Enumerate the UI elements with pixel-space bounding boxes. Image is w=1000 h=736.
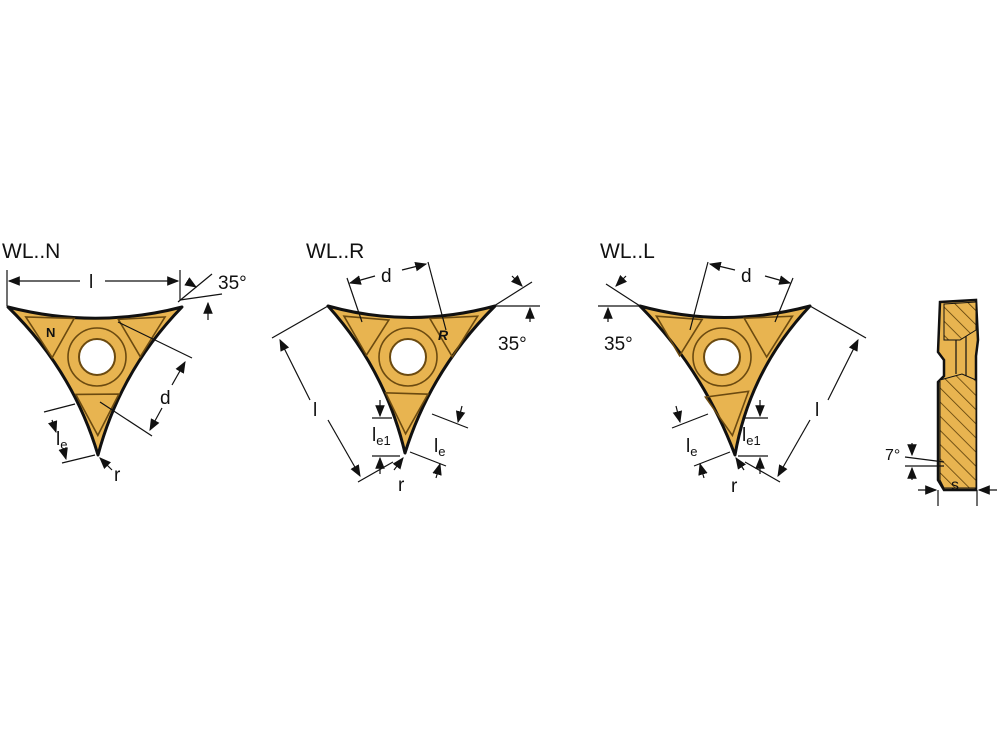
radius-arrow — [99, 457, 113, 471]
radius-label: r — [731, 476, 738, 497]
chip-breaker-pocket — [342, 315, 391, 357]
view-title: WL..L — [600, 240, 655, 263]
length-label: l — [313, 400, 317, 421]
chip-breaker-pocket — [74, 393, 121, 438]
diameter-label: d — [160, 388, 171, 409]
radius-arrow — [392, 457, 404, 471]
center-hole — [703, 338, 741, 376]
length-dimension: l — [271, 305, 394, 483]
radius-label: r — [114, 465, 121, 486]
le-label: le — [686, 436, 697, 459]
le-dimension: le — [409, 405, 469, 479]
insert-top-view — [638, 304, 812, 457]
le-dimension: le — [671, 405, 731, 479]
view-wl-r: WL..R R d 35° l le1 le r — [271, 240, 540, 496]
view-title: WL..N — [2, 240, 60, 263]
angle-dimension: 35° — [493, 274, 540, 355]
side-view: s 7° — [885, 298, 997, 506]
angle-label: 7° — [885, 447, 900, 464]
le-label: le — [56, 429, 67, 452]
le-dimension: le — [43, 403, 96, 464]
insert-body — [638, 304, 812, 457]
view-title: WL..R — [306, 240, 364, 263]
angle-dimension: 35° — [598, 274, 641, 355]
length-label: l — [89, 272, 93, 293]
length-dimension: l — [744, 305, 867, 483]
radius-arrow — [735, 457, 746, 471]
insert-top-view — [326, 304, 497, 455]
chip-breaker-pocket — [116, 316, 167, 359]
diameter-dimension: d — [346, 261, 447, 331]
center-hole — [389, 338, 427, 376]
length-dimension: l — [6, 270, 181, 306]
diameter-dimension: d — [689, 261, 794, 331]
angle-dimension: 35° — [177, 273, 247, 320]
insert-mark: R — [438, 327, 449, 343]
thickness-label: s — [951, 477, 959, 494]
angle-label: 35° — [218, 273, 247, 294]
insert-body — [326, 304, 497, 455]
length-label: l — [815, 400, 819, 421]
hole-ring — [378, 327, 438, 387]
radius-label: r — [398, 475, 405, 496]
le1-label: le1 — [372, 425, 391, 448]
angle-label: 35° — [498, 334, 527, 355]
angle-label: 35° — [604, 334, 633, 355]
diameter-label: d — [381, 266, 392, 287]
chip-breaker-pocket — [654, 315, 704, 358]
chip-breaker-pocket — [703, 390, 750, 438]
diameter-dimension: d — [99, 321, 193, 437]
view-wl-n: WL..N N l 35° d le r — [2, 240, 247, 486]
center-hole — [78, 338, 116, 376]
insert-mark: N — [46, 325, 55, 340]
le1-label: le1 — [742, 425, 761, 448]
insert-top-view — [6, 305, 184, 457]
le-label: le — [434, 436, 445, 459]
le1-dimension: le1 — [372, 400, 400, 474]
hole-ring — [67, 327, 127, 387]
chip-breaker-pocket — [428, 315, 480, 359]
hole-ring — [692, 327, 752, 387]
insert-body — [6, 305, 184, 457]
view-wl-l: WL..L d 35° l le le1 r — [598, 240, 867, 497]
chip-breaker-pocket — [742, 315, 794, 359]
le1-dimension: le1 — [738, 400, 768, 474]
chip-breaker-pocket — [24, 316, 76, 360]
diameter-label: d — [741, 266, 752, 287]
chip-breaker-pocket — [384, 391, 430, 436]
